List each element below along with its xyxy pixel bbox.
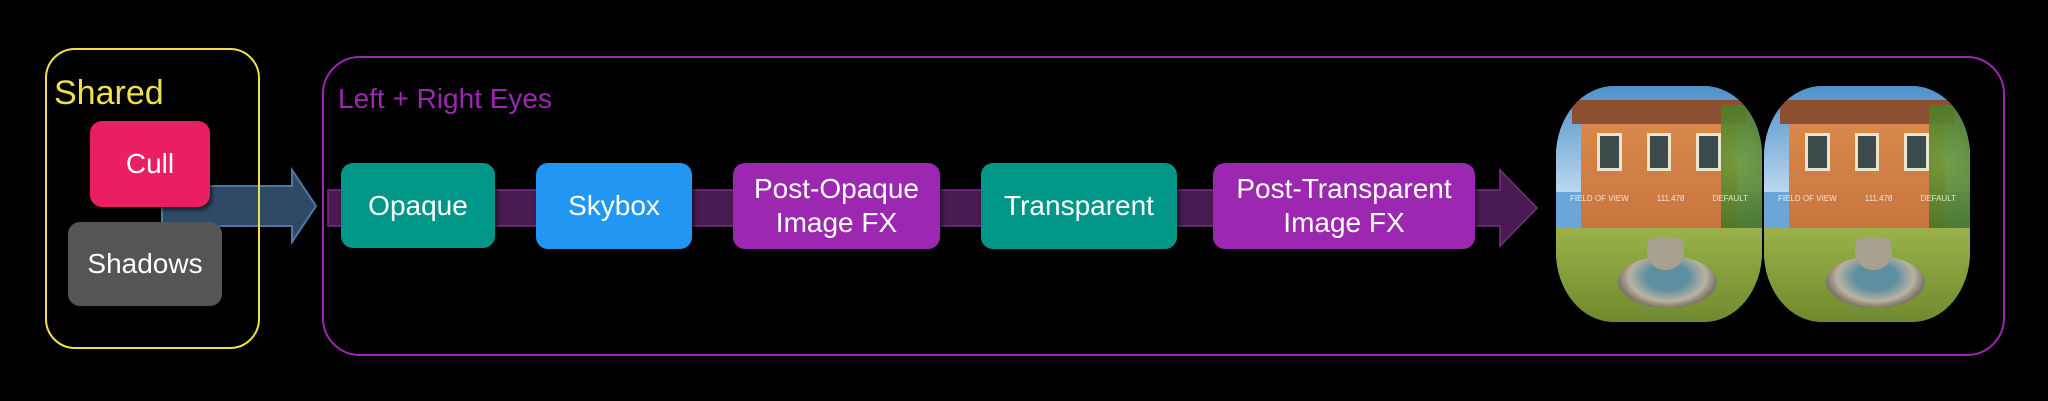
- right-eye-hud-label: FIELD OF VIEW: [1778, 194, 1837, 204]
- post-transparent-label-line1: Post-Transparent: [1236, 173, 1452, 204]
- cull-label: Cull: [125, 148, 175, 179]
- left-eye-hud-value: 111.478: [1656, 194, 1685, 204]
- post-opaque-label-line2: Image FX: [775, 207, 898, 238]
- transparent-node: Transparent: [981, 163, 1177, 249]
- eyes-group-title: Left + Right Eyes: [338, 83, 553, 114]
- shadows-label: Shadows: [87, 248, 203, 279]
- shared-group-box: [45, 48, 260, 349]
- post-opaque-node: Post-Opaque Image FX: [733, 163, 940, 249]
- left-eye-hud-mode: DEFAULT: [1712, 194, 1748, 204]
- left-eye-hud-label: FIELD OF VIEW: [1570, 194, 1629, 204]
- right-eye-hud-value: 111.478: [1864, 194, 1893, 204]
- shared-group-title: Shared: [54, 74, 164, 112]
- left-eye-hud: FIELD OF VIEW 111.478 DEFAULT: [1556, 190, 1762, 208]
- opaque-label: Opaque: [368, 189, 468, 221]
- skybox-label: Skybox: [568, 190, 660, 221]
- cull-node: Cull: [90, 121, 210, 207]
- skybox-node: Skybox: [536, 163, 692, 249]
- opaque-node: Opaque: [341, 163, 495, 248]
- right-eye-hud-mode: DEFAULT: [1920, 194, 1956, 204]
- eyes-group-box: [322, 56, 2005, 356]
- post-opaque-label-line1: Post-Opaque: [754, 173, 919, 204]
- transparent-label: Transparent: [1004, 190, 1154, 221]
- vr-right-eye-image: FIELD OF VIEW 111.478 DEFAULT: [1764, 86, 1970, 322]
- right-eye-hud: FIELD OF VIEW 111.478 DEFAULT: [1764, 190, 1970, 208]
- post-transparent-node: Post-Transparent Image FX: [1213, 163, 1475, 249]
- shadows-node: Shadows: [68, 222, 222, 306]
- vr-left-eye-image: FIELD OF VIEW 111.478 DEFAULT: [1556, 86, 1762, 322]
- post-transparent-label-line2: Image FX: [1283, 207, 1405, 238]
